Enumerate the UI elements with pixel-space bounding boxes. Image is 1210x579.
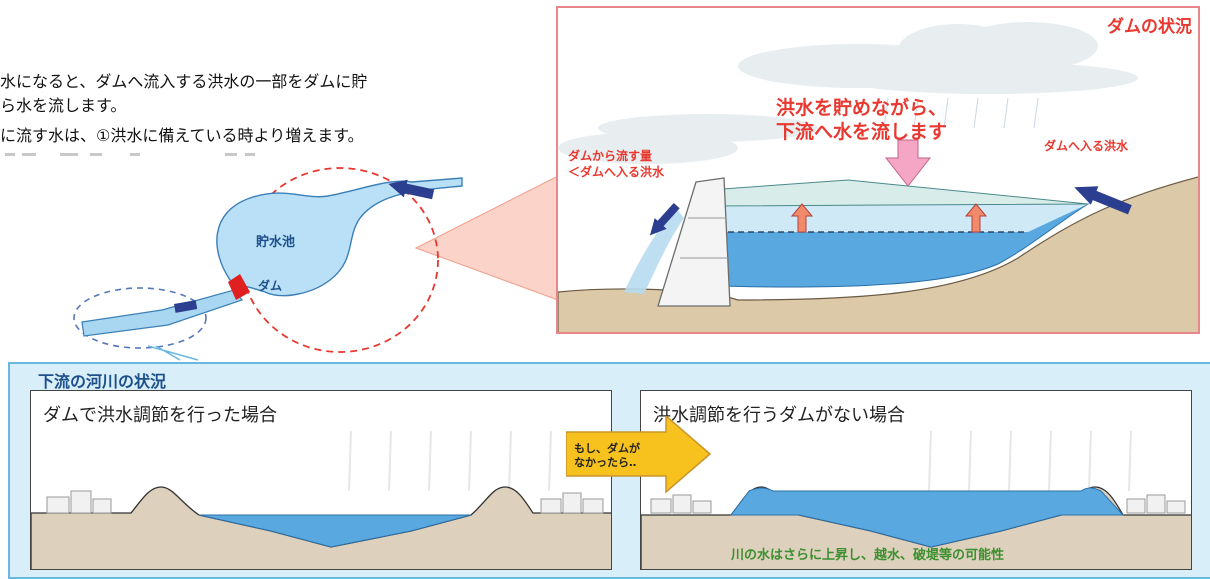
case-without-dam: 洪水調節を行うダムがない場合 川の水はさらに上昇し、越水、破堤等の可能性 <box>640 390 1192 570</box>
storage-down-arrow <box>884 139 932 187</box>
river-water-high <box>730 487 1125 548</box>
with-dam-section <box>31 430 611 569</box>
map-outflow-arrow <box>174 300 198 313</box>
case-with-dam: ダムで洪水調節を行った場合 <box>30 390 612 570</box>
what-if-line-2: なかったら‥ <box>574 456 636 469</box>
intro-line-2: ら水を流します。 <box>0 96 127 115</box>
houses-left <box>46 490 112 514</box>
with-dam-title: ダムで洪水調節を行った場合 <box>43 405 277 426</box>
downstream-title: 下流の河川の状況 <box>38 372 167 391</box>
houses-left <box>650 494 712 514</box>
level-rise-arrows <box>790 203 988 233</box>
dam-situation-panel: ダムの状況 洪水を貯めながら、 下流へ水を流します ダムから流す量 ＜ダムへ入る… <box>556 6 1200 334</box>
houses-right <box>540 492 604 514</box>
reservoir-label: 貯水池 <box>256 234 295 250</box>
without-dam-note: 川の水はさらに上昇し、越水、破堤等の可能性 <box>730 547 1004 563</box>
callout-wedge <box>414 175 559 301</box>
intro-line-1: 水になると、ダムへ流入する洪水の一部をダムに貯 <box>0 72 368 91</box>
dam-body <box>657 177 731 307</box>
flood-storage <box>707 179 1089 207</box>
river-water-normal <box>198 514 472 548</box>
outflow-label-line-2: ＜ダムへ入る洪水 <box>568 164 665 179</box>
what-if-arrow: もし、ダムが なかったら‥ <box>566 416 712 494</box>
reservoir-shape <box>216 177 463 297</box>
inflow-label: ダムへ入る洪水 <box>1044 138 1129 153</box>
rain-decor <box>883 97 1039 129</box>
rain-decor <box>928 430 1132 492</box>
outflow-arrow <box>649 202 680 236</box>
dam-panel-title: ダムの状況 <box>1107 16 1192 37</box>
headline-line-1: 洪水を貯めながら、 <box>776 96 947 119</box>
inflow-arrow <box>1074 186 1132 215</box>
rain-decor <box>348 430 552 492</box>
downstream-river <box>81 289 244 337</box>
outflow-label-line-1: ダムから流す量 <box>568 148 652 163</box>
houses-right <box>1126 494 1186 514</box>
without-dam-title: 洪水調節を行うダムがない場合 <box>653 405 905 426</box>
clouds-decor <box>558 22 1138 164</box>
downstream-focus-circle <box>73 287 207 349</box>
reservoir-focus-circle <box>241 167 439 353</box>
map-dam-label: ダム <box>258 278 282 293</box>
river-map-diagram: 貯水池 ダム <box>73 167 559 361</box>
intro-line-3: に流す水は、①洪水に備えている時より増えます。 <box>0 126 364 145</box>
what-if-line-1: もし、ダムが <box>574 441 640 455</box>
faint-cropped-text <box>5 153 255 156</box>
map-inflow-arrow <box>388 179 435 200</box>
dam-cross-section: ダムの状況 洪水を貯めながら、 下流へ水を流します ダムから流す量 ＜ダムへ入る… <box>558 16 1198 332</box>
without-dam-section: 川の水はさらに上昇し、越水、破堤等の可能性 <box>641 430 1191 569</box>
headline-line-2: 下流へ水を流します <box>776 120 947 143</box>
map-dam-marker <box>228 274 250 300</box>
